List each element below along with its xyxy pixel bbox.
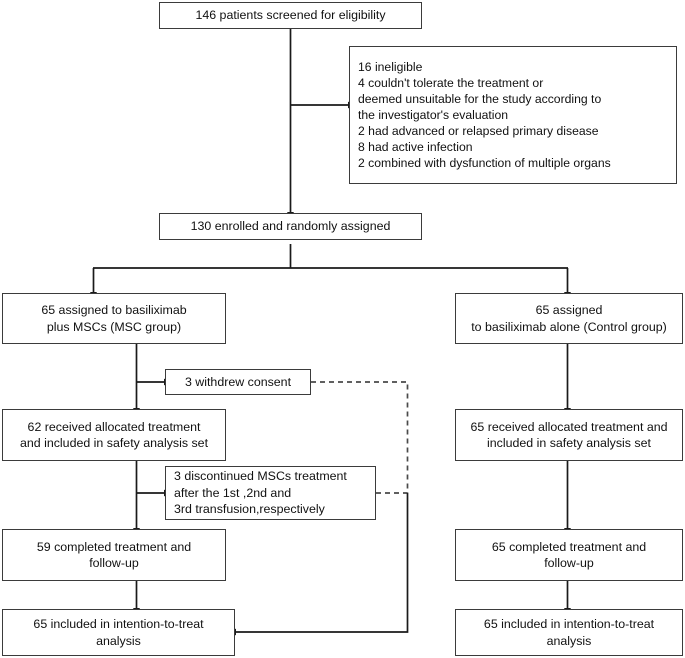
node-msc-completed: 59 completed treatment and follow-up bbox=[2, 529, 226, 581]
node-control-itt-label: 65 included in intention-to-treat analys… bbox=[483, 617, 655, 648]
node-msc-received: 62 received allocated treatment and incl… bbox=[2, 409, 226, 461]
node-withdrew-consent: 3 withdrew consent bbox=[165, 369, 311, 395]
node-screened-label: 146 patients screened for eligibility bbox=[195, 8, 386, 23]
node-discontinued: 3 discontinued MSCs treatment after the … bbox=[165, 466, 376, 520]
node-control-assigned-label: 65 assigned to basiliximab alone (Contro… bbox=[471, 303, 667, 334]
node-enrolled: 130 enrolled and randomly assigned bbox=[159, 213, 422, 240]
node-excluded-label: 16 ineligible 4 couldn't tolerate the tr… bbox=[358, 59, 611, 171]
node-screened: 146 patients screened for eligibility bbox=[159, 2, 422, 29]
node-msc-itt: 65 included in intention-to-treat analys… bbox=[2, 609, 235, 656]
connector-return-to-msc-itt bbox=[228, 493, 409, 636]
node-excluded: 16 ineligible 4 couldn't tolerate the tr… bbox=[349, 46, 677, 184]
node-msc-assigned: 65 assigned to basiliximab plus MSCs (MS… bbox=[2, 293, 226, 344]
node-control-itt: 65 included in intention-to-treat analys… bbox=[455, 609, 683, 656]
node-msc-completed-label: 59 completed treatment and follow-up bbox=[36, 539, 192, 570]
node-discontinued-label: 3 discontinued MSCs treatment after the … bbox=[174, 469, 347, 517]
node-msc-assigned-label: 65 assigned to basiliximab plus MSCs (MS… bbox=[41, 303, 187, 334]
node-msc-itt-label: 65 included in intention-to-treat analys… bbox=[33, 617, 204, 648]
node-msc-received-label: 62 received allocated treatment and incl… bbox=[19, 419, 209, 450]
node-control-assigned: 65 assigned to basiliximab alone (Contro… bbox=[455, 293, 683, 344]
node-control-completed-label: 65 completed treatment and follow-up bbox=[491, 539, 647, 570]
node-withdrew-consent-label: 3 withdrew consent bbox=[184, 374, 292, 389]
node-enrolled-label: 130 enrolled and randomly assigned bbox=[190, 219, 391, 234]
node-control-received: 65 received allocated treatment and incl… bbox=[455, 409, 683, 461]
node-control-completed: 65 completed treatment and follow-up bbox=[455, 529, 683, 581]
node-control-received-label: 65 received allocated treatment and incl… bbox=[470, 419, 668, 450]
